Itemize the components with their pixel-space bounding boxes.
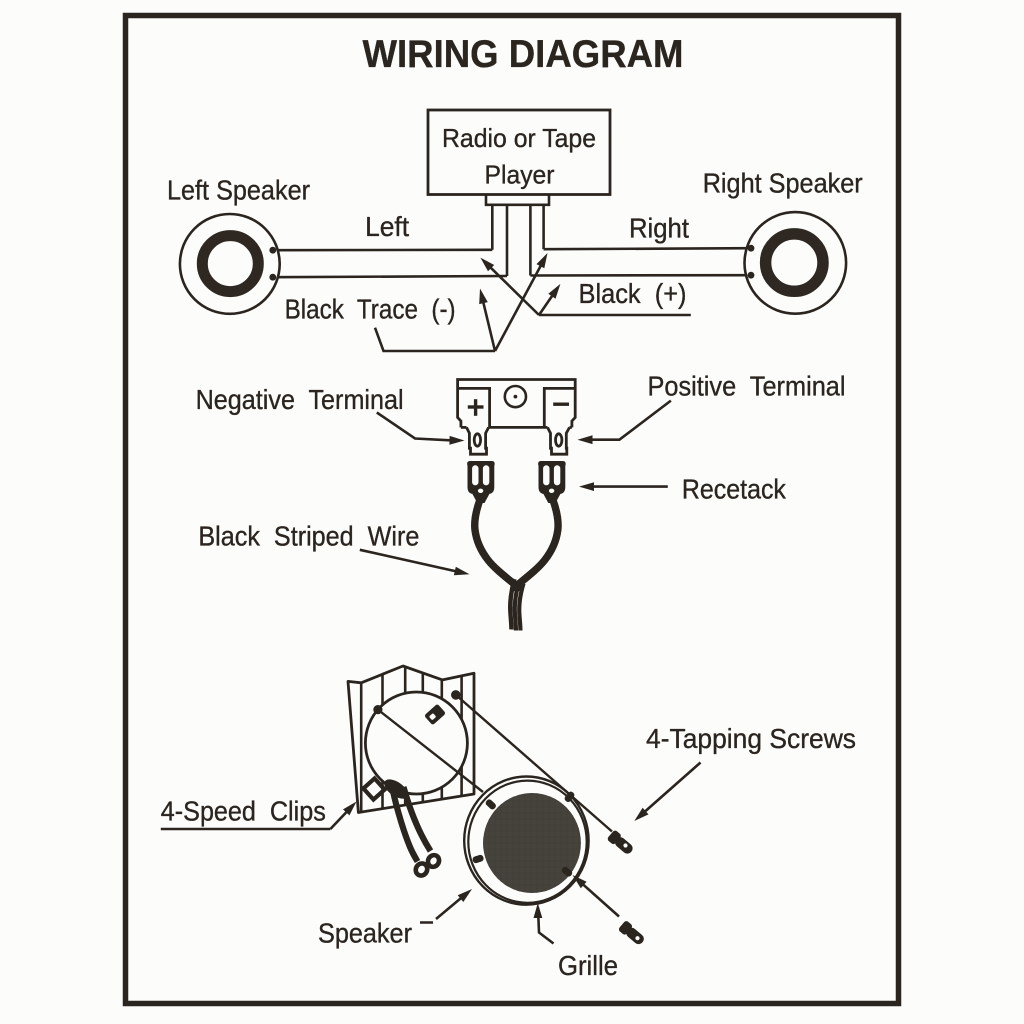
svg-text:Positive Terminal: Positive Terminal xyxy=(648,371,846,402)
svg-text:WIRING DIAGRAM: WIRING DIAGRAM xyxy=(363,33,684,76)
svg-text:Left: Left xyxy=(365,211,409,242)
svg-text:Radio or Tape: Radio or Tape xyxy=(442,123,596,153)
svg-text:Right Speaker: Right Speaker xyxy=(703,168,863,199)
svg-text:Left Speaker: Left Speaker xyxy=(167,175,310,206)
svg-text:Recetack: Recetack xyxy=(682,474,787,505)
svg-text:Grille: Grille xyxy=(558,950,618,981)
svg-text:Negative Terminal: Negative Terminal xyxy=(196,384,404,415)
svg-text:Player: Player xyxy=(485,160,555,190)
svg-text:Right: Right xyxy=(629,213,689,244)
svg-text:4-Tapping Screws: 4-Tapping Screws xyxy=(646,723,856,754)
svg-text:Speaker: Speaker xyxy=(318,918,412,949)
svg-text:4-Speed Clips: 4-Speed Clips xyxy=(161,796,326,827)
svg-text:Black Trace (-): Black Trace (-) xyxy=(285,294,456,325)
svg-text:Black (+): Black (+) xyxy=(579,278,687,309)
svg-text:Black Striped Wire: Black Striped Wire xyxy=(198,521,419,552)
